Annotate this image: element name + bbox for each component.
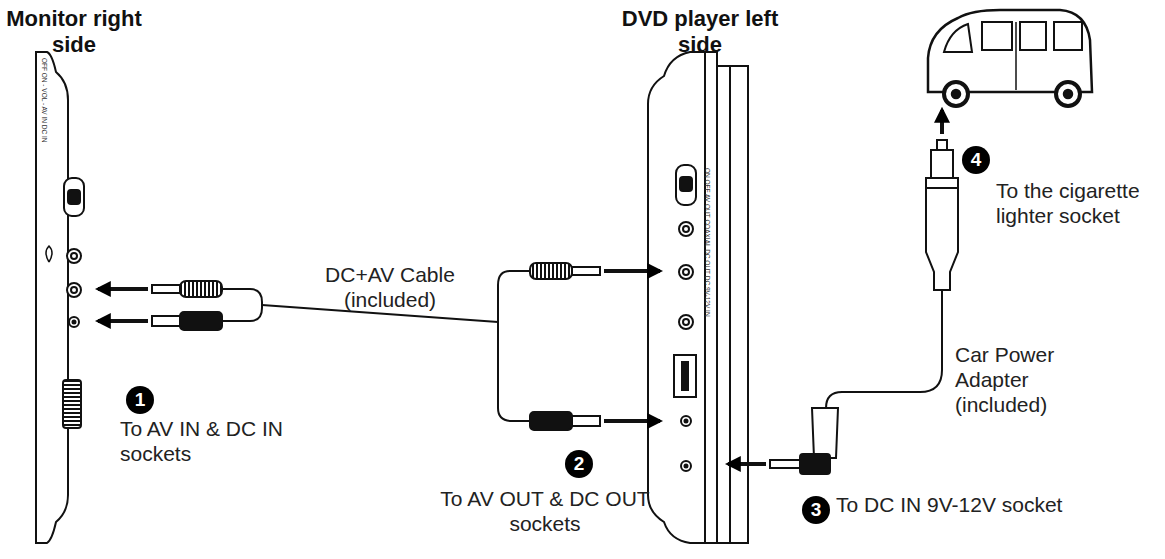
dc-out-socket xyxy=(681,416,691,426)
car-icon xyxy=(928,10,1092,106)
usb-port xyxy=(674,355,696,397)
dc-in-socket xyxy=(69,317,79,327)
callout-number: 2 xyxy=(565,450,593,478)
direction-arrow xyxy=(98,110,942,464)
panel-marking: OFF ON - VOL - AV IN DC IN xyxy=(41,58,48,143)
dc-av-cable xyxy=(152,263,600,430)
power-switch xyxy=(676,165,696,205)
instruction-label: To AV OUT & DC OUT sockets xyxy=(440,486,650,536)
monitor-body xyxy=(36,52,68,543)
coaxial-socket xyxy=(679,265,693,279)
instruction-label: To the cigarette lighter socket xyxy=(996,178,1161,228)
car-power-adapter xyxy=(770,140,958,474)
dvd-player-body xyxy=(648,52,705,543)
headphone-jack xyxy=(67,249,81,263)
av-in-socket xyxy=(67,283,81,297)
av-out-socket xyxy=(679,222,693,236)
cable-label: DC+AV Cable (included) xyxy=(290,262,490,312)
dc-in-socket xyxy=(681,461,691,471)
volume-wheel xyxy=(63,380,81,428)
device-heading: Monitor right side xyxy=(4,6,144,59)
headphone-icon xyxy=(46,246,52,262)
socket xyxy=(679,315,693,329)
device-heading: DVD player left side xyxy=(610,6,790,59)
callout-number: 3 xyxy=(802,496,830,524)
callout-number: 1 xyxy=(126,386,154,414)
panel-marking: ON OFF AV OUT COAXIAL DC OUT DC 9V-12V I… xyxy=(704,168,711,317)
instruction-label: To DC IN 9V-12V socket xyxy=(836,492,1066,517)
power-switch xyxy=(64,178,84,216)
instruction-label: To AV IN & DC IN sockets xyxy=(120,416,310,466)
adapter-label: Car Power Adapter (included) xyxy=(955,342,1095,418)
callout-number: 4 xyxy=(962,146,990,174)
